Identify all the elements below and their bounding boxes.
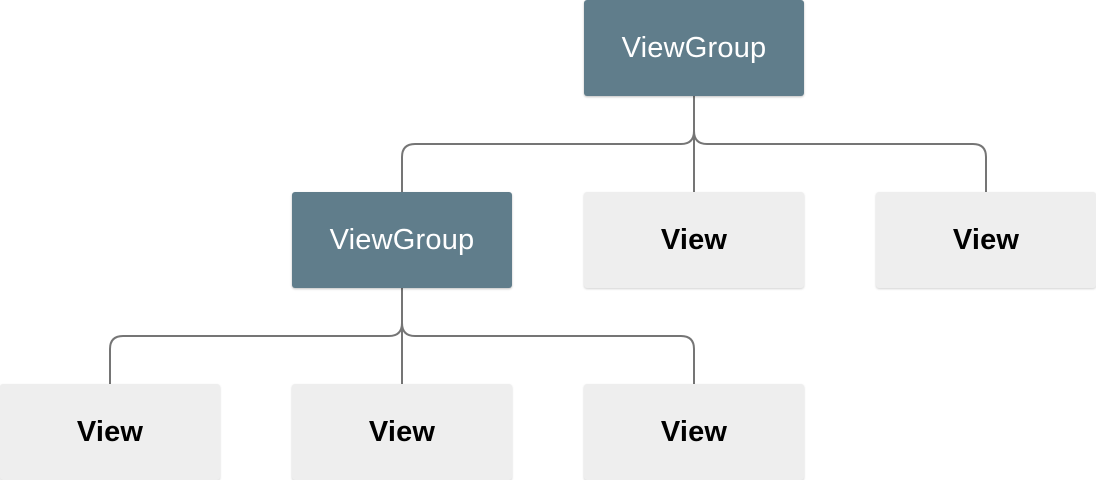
child-viewgroup-node: ViewGroup	[292, 192, 512, 288]
root-viewgroup-node: ViewGroup	[584, 0, 804, 96]
view-node-2-label: View	[952, 223, 1020, 256]
view-node-4: View	[292, 384, 512, 480]
view-node-5: View	[584, 384, 804, 480]
connector-root-to-view-2	[693, 96, 987, 192]
root-viewgroup-label: ViewGroup	[621, 31, 767, 64]
view-node-4-label: View	[368, 415, 436, 448]
connector-root-to-group	[401, 96, 695, 192]
view-node-5-label: View	[660, 415, 728, 448]
view-node-1-label: View	[660, 223, 728, 256]
child-viewgroup-label: ViewGroup	[329, 223, 475, 256]
connector-group-to-view-5	[401, 288, 695, 384]
view-node-1: View	[584, 192, 804, 288]
connector-group-to-view-3	[109, 288, 403, 384]
view-node-3: View	[0, 384, 220, 480]
view-node-3-label: View	[76, 415, 144, 448]
view-node-2: View	[876, 192, 1096, 288]
